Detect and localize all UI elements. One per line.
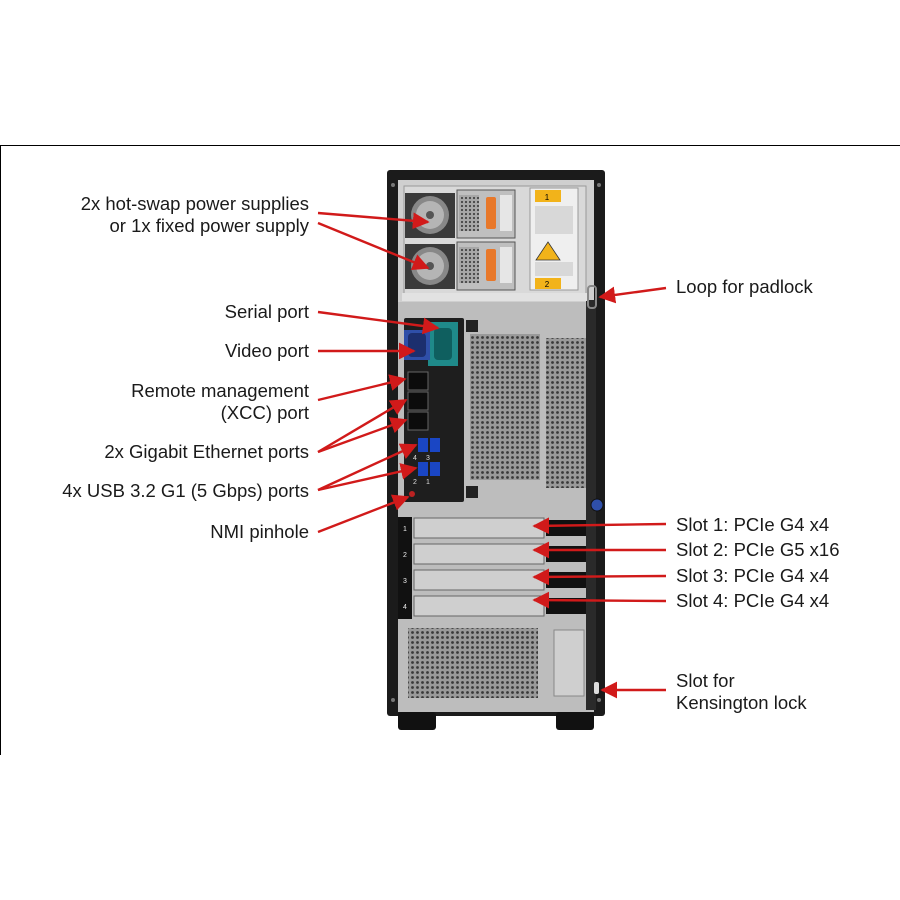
pcie-slot-2: [413, 543, 545, 565]
padlock-loop: [587, 285, 597, 309]
psu-release-handle: [486, 249, 496, 281]
fan-icon: [405, 244, 455, 289]
ethernet-port-1: [407, 391, 429, 411]
label-slot-1: Slot 1: PCIe G4 x4: [676, 514, 830, 535]
foot-right: [556, 712, 594, 730]
psu-module-1: [456, 189, 516, 239]
psu-module-2: [456, 241, 516, 291]
thumbscrew-icon: [590, 498, 604, 512]
figure-frame: [0, 145, 900, 755]
vent-grille: [408, 628, 538, 698]
label-slot-2: Slot 2: PCIe G5 x16: [676, 539, 840, 560]
xcc-port: [407, 371, 429, 391]
ethernet-port-2: [407, 411, 429, 431]
psu-bay-2-number: 2: [545, 280, 550, 289]
usb-number: 2: [413, 479, 417, 486]
nmi-pinhole: [409, 491, 415, 497]
label-slot-4: Slot 4: PCIe G4 x4: [676, 590, 830, 611]
label-slot-3: Slot 3: PCIe G4 x4: [676, 565, 830, 586]
label-serial-port: Serial port: [224, 301, 309, 322]
label-padlock-loop: Loop for padlock: [676, 276, 813, 297]
label-usb-ports: 4x USB 3.2 G1 (5 Gbps) ports: [62, 480, 309, 501]
slot-number: 3: [403, 578, 407, 585]
vent-grille: [470, 334, 540, 480]
io-panel: 4 3 2 1: [404, 318, 464, 502]
label-ethernet-ports: 2x Gigabit Ethernet ports: [104, 441, 309, 462]
usb-port: [430, 462, 440, 476]
usb-number: 3: [426, 455, 430, 462]
usb-number: 1: [426, 479, 430, 486]
usb-port: [418, 438, 428, 452]
slot-number: 1: [403, 526, 407, 533]
usb-number: 4: [413, 455, 417, 462]
label-video-port: Video port: [225, 340, 309, 361]
warning-icon: [535, 241, 561, 261]
kensington-slot: [594, 682, 599, 694]
fan-icon: [405, 193, 455, 238]
usb-port: [418, 462, 428, 476]
psu-release-handle: [486, 197, 496, 229]
slot-number: 4: [403, 604, 407, 611]
callout-arrows: [317, 211, 667, 699]
power-supply-area: 1 2: [402, 185, 588, 301]
usb-port: [430, 438, 440, 452]
label-xcc-port: Remote management (XCC) port: [131, 380, 309, 423]
pcie-slot-1: [413, 517, 545, 539]
slot-number: 2: [403, 552, 407, 559]
label-nmi-pinhole: NMI pinhole: [210, 521, 309, 542]
psu-bay-1-number: 1: [545, 193, 550, 202]
foot-left: [398, 712, 436, 730]
label-power-supplies: 2x hot-swap power supplies or 1x fixed p…: [80, 193, 309, 236]
pcie-slot-4: [413, 595, 545, 617]
label-kensington-lock: Slot for Kensington lock: [676, 670, 807, 713]
vent-grille: [546, 338, 586, 488]
pcie-slot-3: [413, 569, 545, 591]
